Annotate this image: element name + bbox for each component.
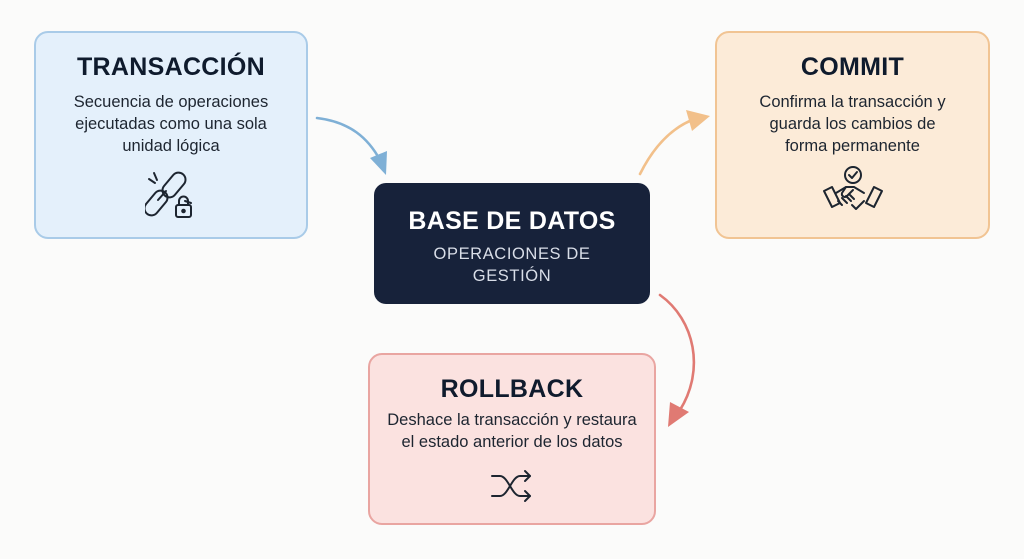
rollback-desc-line: Deshace la transacción y restaura [387,411,637,429]
broken-link-lock-icon [143,167,197,226]
commit-desc-line: Confirma la transacción y [759,93,946,111]
commit-title: COMMIT [800,53,905,81]
transaction-title: TRANSACCIÓN [76,53,266,81]
database-desc-line: OPERACIONES DE [433,245,591,263]
rollback-title: ROLLBACK [440,375,584,403]
transaction-card: TRANSACCIÓN Secuencia de operaciones eje… [34,31,308,239]
arrowhead-database-to-rollback [668,402,689,427]
rollback-desc-line: el estado anterior de los datos [401,433,623,451]
database-card: BASE DE DATOS OPERACIONES DE GESTIÓN [374,183,650,304]
rollback-card: ROLLBACK Deshace la transacción y restau… [368,353,656,525]
database-title: BASE DE DATOS [408,207,616,235]
arrowhead-database-to-commit [686,110,710,131]
transaction-desc-line: unidad lógica [122,137,220,155]
arrowhead-transaction-to-database [370,151,387,175]
arrow-database-to-commit [638,118,694,176]
transaction-desc-line: Secuencia de operaciones [73,93,269,111]
commit-desc-line: forma permanente [785,137,920,155]
arrow-database-to-rollback [658,293,696,412]
rollback-description: Deshace la transacción y restaura el est… [380,409,644,453]
database-desc-line: GESTIÓN [472,267,552,285]
commit-description: Confirma la transacción y guarda los cam… [727,91,978,157]
commit-card: COMMIT Confirma la transacción y guarda … [715,31,990,239]
database-description: OPERACIONES DE GESTIÓN [384,243,640,287]
transaction-description: Secuencia de operaciones ejecutadas como… [46,91,296,157]
handshake-check-icon [822,165,884,224]
commit-desc-line: guarda los cambios de [769,115,936,133]
transaction-desc-line: ejecutadas como una sola [75,115,267,133]
arrow-transaction-to-database [315,116,382,162]
shuffle-icon [489,465,535,512]
